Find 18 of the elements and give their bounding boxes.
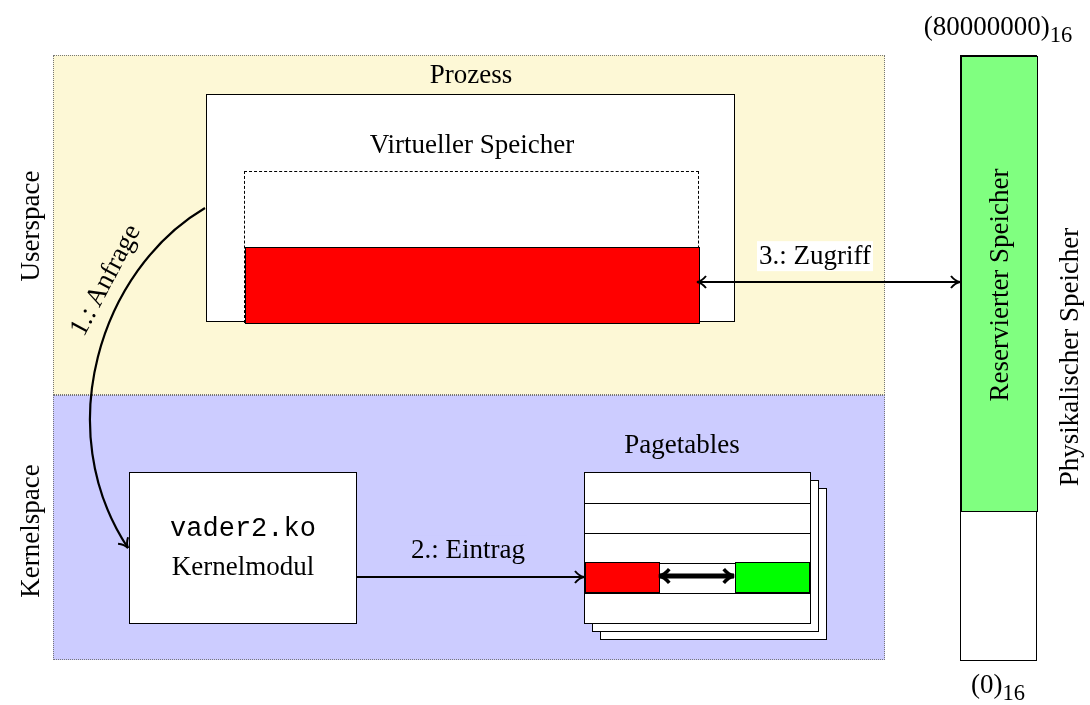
box-label: Prozess xyxy=(429,60,513,90)
box-label: Pagetables xyxy=(624,430,740,460)
file-name: vader2.ko xyxy=(170,515,316,545)
address-label: (80000000)$_{16}$ xyxy=(923,12,1073,48)
address-label: (0)$_{16}$ xyxy=(971,670,1025,705)
box-label: Virtueller Speicher xyxy=(369,130,575,160)
kernel-module-box xyxy=(129,472,357,624)
region-label: Kernelspace xyxy=(16,464,46,598)
reserved-memory-segment xyxy=(961,56,1038,512)
box-label: Reservierter Speicher xyxy=(985,168,1015,402)
region-label: Userspace xyxy=(16,170,46,282)
page-entry-cell xyxy=(585,562,660,593)
physical-memory-bar xyxy=(960,55,1037,661)
mapped-memory-bar xyxy=(245,247,700,324)
edge-label: 3.: Zugriff xyxy=(757,241,873,271)
side-caption: Physikalischer Speicher xyxy=(1055,227,1085,487)
box-label: Kernelmodul xyxy=(171,552,315,582)
page-entry-cell xyxy=(735,562,810,593)
